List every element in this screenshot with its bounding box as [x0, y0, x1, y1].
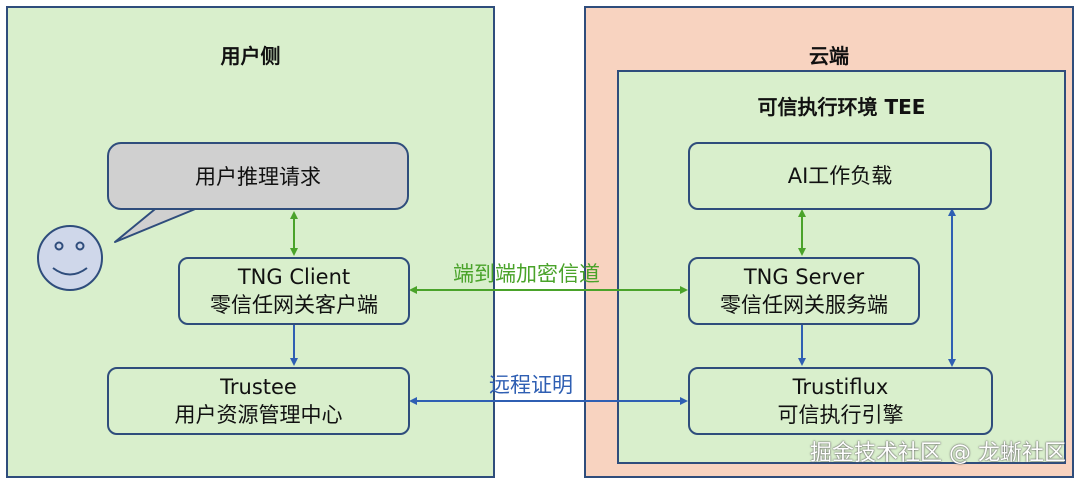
encrypted-channel-label: 端到端加密信道: [453, 262, 600, 286]
tng-server-name: TNG Server: [743, 265, 865, 289]
trustiflux-name: Trustiflux: [792, 375, 889, 399]
user-smiley-icon: [37, 225, 103, 291]
ai-workload-box: AI工作负载: [688, 142, 992, 210]
trustee-desc: 用户资源管理中心: [174, 403, 343, 427]
watermark-text: 掘金技术社区 @ 龙蜥社区: [810, 441, 1066, 466]
tng-client-desc: 零信任网关客户端: [210, 293, 378, 317]
trustee-box: Trustee 用户资源管理中心: [107, 367, 410, 435]
user-request-bubble: 用户推理请求: [107, 142, 409, 210]
tee-title: 可信执行环境 TEE: [757, 95, 926, 119]
trustee-name: Trustee: [220, 375, 297, 399]
tng-server-box: TNG Server 零信任网关服务端: [688, 257, 920, 325]
trustiflux-desc: 可信执行引擎: [777, 403, 904, 427]
user-request-label: 用户推理请求: [195, 165, 321, 189]
cloud-title: 云端: [809, 44, 849, 68]
user-side-title: 用户侧: [220, 44, 281, 68]
tng-client-box: TNG Client 零信任网关客户端: [178, 257, 410, 325]
ai-workload-label: AI工作负载: [787, 164, 893, 188]
tng-client-name: TNG Client: [237, 265, 351, 289]
tng-server-desc: 零信任网关服务端: [720, 293, 888, 317]
speech-bubble-tail: [114, 204, 206, 243]
remote-attestation-label: 远程证明: [489, 373, 573, 397]
trustiflux-box: Trustiflux 可信执行引擎: [688, 367, 993, 435]
